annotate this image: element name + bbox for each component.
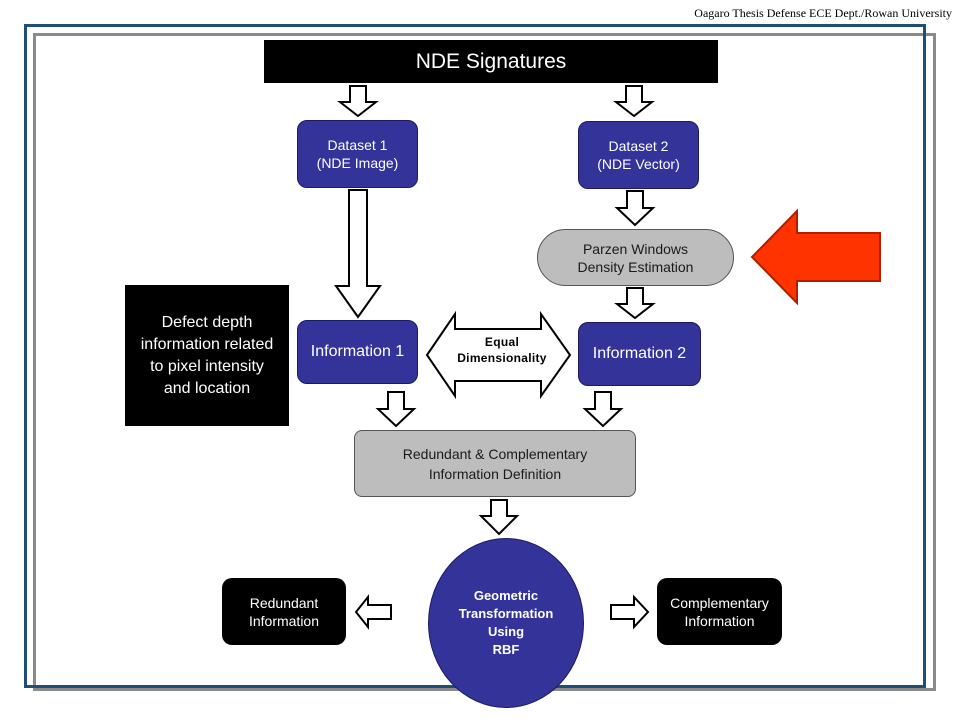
dataset1-box: Dataset 1 (NDE Image) [297,120,418,188]
defect-line3: to pixel intensity [150,357,264,375]
information1-box: Information 1 [297,320,418,384]
equal-line2: Dimensionality [457,351,547,365]
down-arrow-title-to-dataset1 [337,85,379,118]
down-arrow-title-to-dataset2 [613,85,655,118]
double-arrow-equal-dimensionality [425,310,572,400]
nde-signatures-title: NDE Signatures [264,40,718,83]
defect-line1: Defect depth [161,313,253,331]
parzen-windows-box: Parzen Windows Density Estimation [537,229,734,286]
geometric-line4: RBF [492,642,520,657]
redundant-line1: Redundant [249,594,319,611]
dataset2-line1: Dataset 2 [608,138,669,154]
complementary-line1: Complementary [670,594,769,611]
geometric-line2: Transformation [458,606,554,621]
dataset1-line2: (NDE Image) [316,155,399,171]
redundant-line2: Information [248,612,320,629]
down-arrow-definition-to-geometric [478,499,520,536]
down-arrow-info1-to-definition [375,391,417,428]
complementary-information-box: Complementary Information [657,578,782,645]
equal-line1: Equal [484,335,520,349]
geometric-transformation-circle: Geometric Transformation Using RBF [428,538,584,708]
redundant-complementary-definition-box: Redundant & Complementary Information De… [354,430,636,497]
header-credit: Oagaro Thesis Defense ECE Dept./Rowan Un… [694,6,952,20]
parzen-line2: Density Estimation [577,258,694,275]
geometric-line1: Geometric [473,588,539,603]
down-arrow-dataset1-to-info1 [334,189,382,319]
down-arrow-info2-to-definition [582,391,624,428]
dataset2-line2: (NDE Vector) [597,156,680,172]
defect-line2: information related [140,335,274,353]
dataset1-line1: Dataset 1 [327,137,388,153]
complementary-line2: Information [684,612,755,629]
right-arrow-to-complementary [610,594,650,630]
definition-line1: Redundant & Complementary [402,445,588,462]
left-arrow-to-redundant [354,594,392,630]
red-highlight-arrow [750,208,881,306]
redundant-information-box: Redundant Information [222,578,346,645]
equal-dimensionality-label: Equal Dimensionality [440,334,564,366]
defect-depth-box: Defect depth information related to pixe… [125,285,289,426]
dataset2-box: Dataset 2 (NDE Vector) [578,121,699,189]
parzen-line1: Parzen Windows [582,240,689,257]
definition-line2: Information Definition [428,465,562,482]
down-arrow-dataset2-to-parzen [614,190,656,227]
defect-line4: and location [163,379,251,397]
geometric-line3: Using [487,624,525,639]
down-arrow-parzen-to-info2 [614,287,656,320]
information2-box: Information 2 [578,322,701,386]
